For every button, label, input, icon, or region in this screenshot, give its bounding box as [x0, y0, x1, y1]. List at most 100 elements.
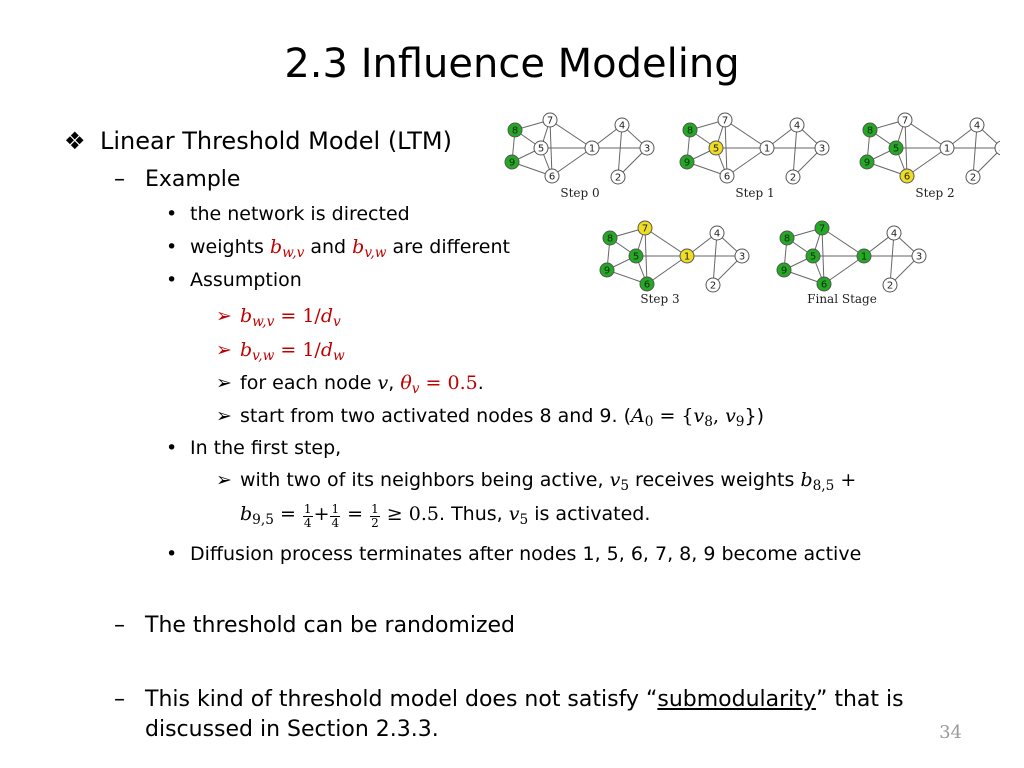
- network-node-4: [886, 225, 902, 241]
- network-node-4: [969, 117, 985, 133]
- node-label: 6: [724, 172, 730, 183]
- network-edge: [617, 124, 623, 178]
- network-node-7: [814, 220, 830, 236]
- terminates-text: Diffusion process terminates after nodes…: [190, 543, 862, 565]
- node-label: 3: [819, 144, 825, 155]
- ltm-bullet: ❖: [64, 127, 86, 155]
- network-edge: [821, 227, 825, 285]
- node-label: 8: [607, 234, 613, 245]
- node-label: 9: [604, 266, 610, 277]
- arrow-marker: ➢: [216, 339, 232, 361]
- network-edge: [821, 227, 865, 257]
- node-label: 5: [713, 144, 719, 155]
- assumption-threshold: for each node v, θv = 0.5.: [240, 372, 484, 398]
- arrow-marker: ➢: [216, 372, 232, 394]
- network-node-1: [759, 140, 775, 156]
- node-label: 6: [821, 280, 827, 291]
- network-node-9: [504, 154, 520, 170]
- submodularity-link[interactable]: submodularity: [657, 687, 816, 712]
- node-label: 2: [887, 281, 893, 292]
- arrow-marker: ➢: [216, 305, 232, 327]
- node-label: 3: [916, 252, 922, 263]
- node-label: 2: [615, 173, 621, 184]
- network-edge: [724, 119, 728, 177]
- node-label: 5: [893, 144, 899, 155]
- weights-pre: weights: [190, 236, 270, 258]
- network-edge: [712, 232, 718, 286]
- node-label: 9: [509, 158, 515, 169]
- network-node-1: [939, 140, 955, 156]
- network-node-7: [637, 220, 653, 236]
- first-step-detail-line1: with two of its neighbors being active, …: [240, 469, 857, 495]
- node-label: 1: [589, 144, 595, 155]
- example-dash: –: [114, 167, 125, 192]
- weights-post: are different: [386, 236, 510, 258]
- network-node-2: [705, 277, 721, 293]
- node-label: 7: [722, 116, 728, 127]
- bullet-dot: •: [166, 269, 178, 291]
- node-label: 6: [644, 280, 650, 291]
- network-node-8: [862, 122, 878, 138]
- network-node-9: [679, 154, 695, 170]
- node-label: 9: [781, 266, 787, 277]
- network-node-9: [599, 262, 615, 278]
- bullet-dot: •: [166, 236, 178, 258]
- network-node-9: [859, 154, 875, 170]
- weight-b-wv: bw,v: [270, 236, 305, 262]
- page-number: 34: [939, 722, 962, 743]
- network-node-1: [856, 248, 872, 264]
- network-node-8: [507, 122, 523, 138]
- network-node-8: [779, 230, 795, 246]
- submodularity-dash: –: [114, 687, 125, 712]
- node-label: 2: [710, 281, 716, 292]
- node-label: 8: [784, 234, 790, 245]
- network-edge: [904, 119, 908, 177]
- network-node-6: [899, 168, 915, 184]
- network-node-4: [789, 117, 805, 133]
- network-edge: [889, 232, 895, 286]
- network-edge: [972, 124, 978, 178]
- network-node-5: [533, 140, 549, 156]
- network-node-7: [897, 112, 913, 128]
- network-node-3: [911, 248, 927, 264]
- node-label: 3: [739, 252, 745, 263]
- network-edge: [726, 147, 768, 177]
- step-label: Step 1: [735, 186, 774, 200]
- arrow-marker: ➢: [216, 405, 232, 427]
- network-edge: [551, 147, 593, 177]
- node-label: 9: [864, 158, 870, 169]
- network-node-7: [542, 112, 558, 128]
- assumption-label: Assumption: [190, 269, 302, 291]
- node-label: 5: [538, 144, 544, 155]
- network-node-2: [610, 169, 626, 185]
- submodularity-line2: discussed in Section 2.3.3.: [145, 717, 439, 742]
- network-edge: [549, 119, 593, 149]
- node-label: 8: [687, 126, 693, 137]
- network-node-3: [734, 248, 750, 264]
- network-node-7: [717, 112, 733, 128]
- weights-and: and: [304, 236, 353, 258]
- assumption-bvw: bv,w = 1/dw: [240, 339, 345, 365]
- weight-b-vw: bv,w: [352, 236, 387, 262]
- step-label: Final Stage: [807, 292, 877, 306]
- node-label: 8: [512, 126, 518, 137]
- node-label: 4: [794, 121, 800, 132]
- node-label: 6: [904, 172, 910, 183]
- network-edge: [724, 119, 768, 149]
- node-label: 1: [944, 144, 950, 155]
- network-edge: [792, 124, 798, 178]
- network-node-4: [709, 225, 725, 241]
- node-label: 1: [764, 144, 770, 155]
- network-edge: [549, 119, 553, 177]
- arrow-marker: ➢: [216, 469, 232, 491]
- node-label: 3: [999, 144, 1000, 155]
- node-label: 7: [902, 116, 908, 127]
- network-node-6: [816, 276, 832, 292]
- network-directed-text: the network is directed: [190, 203, 410, 225]
- network-node-4: [614, 117, 630, 133]
- node-label: 7: [819, 224, 825, 235]
- node-label: 3: [644, 144, 650, 155]
